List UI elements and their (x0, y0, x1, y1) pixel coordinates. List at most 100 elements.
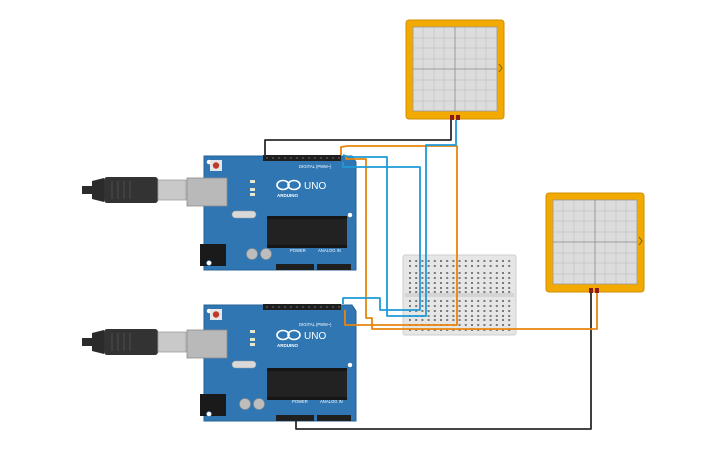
breadboard-hole[interactable] (477, 260, 480, 262)
breadboard-hole[interactable] (464, 329, 467, 331)
breadboard-hole[interactable] (477, 265, 480, 267)
oscilloscope-2[interactable] (545, 192, 645, 293)
breadboard-hole[interactable] (471, 329, 473, 331)
breadboard-hole[interactable] (483, 310, 486, 312)
arduino-uno-1[interactable]: DIGITAL (PWM~) UNO ARDUINO POWER ANALOG … (82, 155, 357, 271)
breadboard-hole[interactable] (471, 287, 473, 289)
breadboard-hole[interactable] (477, 277, 480, 279)
breadboard-hole[interactable] (440, 310, 442, 312)
breadboard-hole[interactable] (458, 282, 461, 284)
breadboard-hole[interactable] (427, 300, 430, 302)
breadboard-hole[interactable] (477, 315, 480, 317)
breadboard-hole[interactable] (446, 315, 449, 317)
breadboard-hole[interactable] (489, 300, 492, 302)
breadboard-hole[interactable] (421, 319, 424, 321)
breadboard-hole[interactable] (502, 300, 504, 302)
breadboard-hole[interactable] (464, 260, 467, 262)
breadboard-hole[interactable] (489, 329, 492, 331)
breadboard-hole[interactable] (440, 305, 442, 307)
breadboard-hole[interactable] (433, 319, 436, 321)
breadboard-hole[interactable] (483, 300, 486, 302)
breadboard-hole[interactable] (409, 291, 411, 293)
breadboard-hole[interactable] (464, 282, 467, 284)
breadboard-hole[interactable] (415, 277, 418, 279)
breadboard-hole[interactable] (477, 310, 480, 312)
breadboard-hole[interactable] (477, 282, 480, 284)
breadboard-hole[interactable] (433, 291, 436, 293)
breadboard-hole[interactable] (446, 282, 449, 284)
breadboard-hole[interactable] (415, 305, 418, 307)
breadboard-hole[interactable] (471, 282, 473, 284)
breadboard-hole[interactable] (471, 310, 473, 312)
breadboard-hole[interactable] (458, 310, 461, 312)
breadboard-hole[interactable] (489, 305, 492, 307)
breadboard-hole[interactable] (409, 305, 411, 307)
breadboard-hole[interactable] (471, 315, 473, 317)
arduino-uno-2[interactable]: DIGITAL (PWM~) UNO ARDUINO POWER ANALOG … (82, 304, 357, 422)
breadboard-hole[interactable] (508, 319, 511, 321)
breadboard-hole[interactable] (440, 277, 442, 279)
breadboard-hole[interactable] (471, 300, 473, 302)
breadboard-hole[interactable] (433, 310, 436, 312)
breadboard-hole[interactable] (415, 260, 418, 262)
breadboard-hole[interactable] (446, 291, 449, 293)
breadboard-hole[interactable] (502, 282, 504, 284)
breadboard-hole[interactable] (495, 305, 498, 307)
breadboard-hole[interactable] (427, 329, 430, 331)
breadboard-hole[interactable] (433, 300, 436, 302)
breadboard-hole[interactable] (427, 277, 430, 279)
breadboard-hole[interactable] (508, 324, 511, 326)
wire-orange-scope1[interactable] (340, 145, 458, 326)
breadboard-hole[interactable] (464, 319, 467, 321)
breadboard-hole[interactable] (483, 324, 486, 326)
breadboard-hole[interactable] (427, 310, 430, 312)
breadboard-hole[interactable] (433, 329, 436, 331)
breadboard-hole[interactable] (483, 277, 486, 279)
breadboard-hole[interactable] (471, 305, 473, 307)
breadboard-hole[interactable] (477, 319, 480, 321)
breadboard-hole[interactable] (477, 287, 480, 289)
breadboard-hole[interactable] (502, 287, 504, 289)
breadboard-hole[interactable] (502, 277, 504, 279)
breadboard-hole[interactable] (508, 260, 511, 262)
breadboard-hole[interactable] (421, 291, 424, 293)
breadboard-hole[interactable] (489, 272, 492, 274)
breadboard-hole[interactable] (421, 300, 424, 302)
breadboard-hole[interactable] (464, 291, 467, 293)
breadboard-hole[interactable] (483, 319, 486, 321)
breadboard-hole[interactable] (440, 329, 442, 331)
breadboard-hole[interactable] (409, 329, 411, 331)
breadboard-hole[interactable] (495, 260, 498, 262)
breadboard-hole[interactable] (421, 265, 424, 267)
breadboard-hole[interactable] (446, 310, 449, 312)
breadboard-hole[interactable] (427, 315, 430, 317)
breadboard-hole[interactable] (471, 319, 473, 321)
breadboard-hole[interactable] (433, 277, 436, 279)
breadboard-hole[interactable] (508, 272, 511, 274)
breadboard-hole[interactable] (464, 265, 467, 267)
breadboard-hole[interactable] (421, 272, 424, 274)
breadboard-hole[interactable] (433, 260, 436, 262)
breadboard-hole[interactable] (433, 305, 436, 307)
breadboard-hole[interactable] (421, 329, 424, 331)
breadboard-hole[interactable] (508, 300, 511, 302)
breadboard-hole[interactable] (477, 305, 480, 307)
breadboard-hole[interactable] (464, 300, 467, 302)
breadboard-hole[interactable] (477, 300, 480, 302)
breadboard-hole[interactable] (427, 305, 430, 307)
breadboard-hole[interactable] (471, 324, 473, 326)
breadboard-hole[interactable] (458, 300, 461, 302)
breadboard-hole[interactable] (452, 305, 455, 307)
wire-ground-bottom[interactable] (295, 293, 592, 430)
breadboard-hole[interactable] (440, 300, 442, 302)
breadboard-hole[interactable] (495, 319, 498, 321)
breadboard-hole[interactable] (483, 265, 486, 267)
breadboard-hole[interactable] (440, 282, 442, 284)
breadboard-hole[interactable] (508, 277, 511, 279)
wire-ground-top[interactable] (264, 120, 452, 156)
breadboard-hole[interactable] (477, 324, 480, 326)
breadboard-hole[interactable] (464, 315, 467, 317)
breadboard-hole[interactable] (471, 277, 473, 279)
breadboard-hole[interactable] (495, 329, 498, 331)
breadboard-hole[interactable] (495, 282, 498, 284)
